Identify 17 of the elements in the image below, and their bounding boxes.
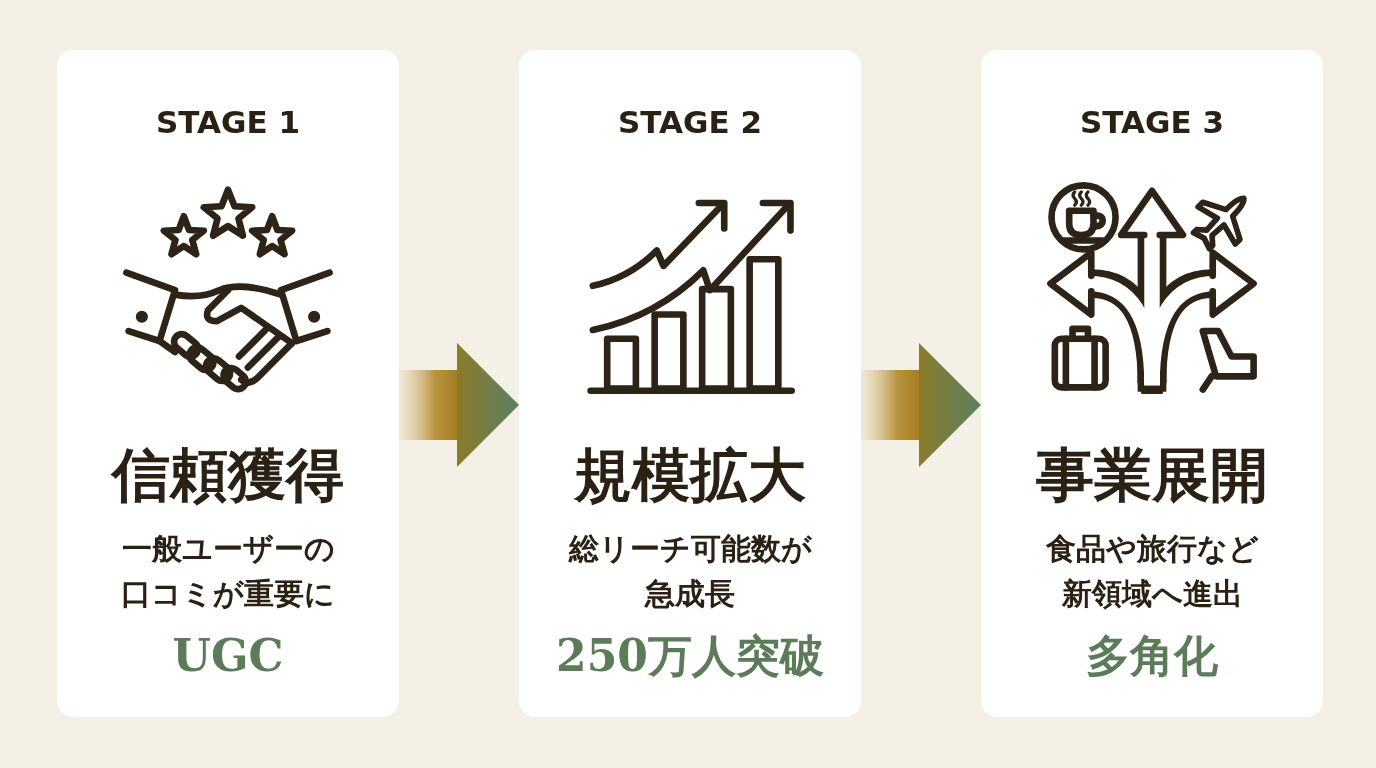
- stage-title: 事業展開: [1036, 440, 1268, 510]
- arrow: [861, 343, 981, 467]
- stage-label: STAGE 1: [155, 103, 300, 142]
- description-text: 一般ユーザーの口コミが重要に: [120, 530, 336, 613]
- stage-card: [519, 50, 861, 717]
- stage-title: 信頼獲得: [112, 440, 344, 510]
- highlight-text: 多角化: [1086, 629, 1218, 683]
- highlight-text: UGC: [172, 629, 284, 683]
- stage-label: STAGE 3: [1079, 103, 1224, 142]
- stage-card: [981, 50, 1323, 717]
- arrow: [399, 343, 519, 467]
- description-text: 食品や旅行など新領域へ進出: [1044, 530, 1260, 613]
- stage-title: 規模拡大: [574, 440, 806, 510]
- stage-card: [57, 50, 399, 717]
- description-text: 総リーチ可能数が急成長: [567, 530, 813, 613]
- highlight-text: 250万人突破: [556, 629, 824, 683]
- stage-label: STAGE 2: [617, 103, 762, 142]
